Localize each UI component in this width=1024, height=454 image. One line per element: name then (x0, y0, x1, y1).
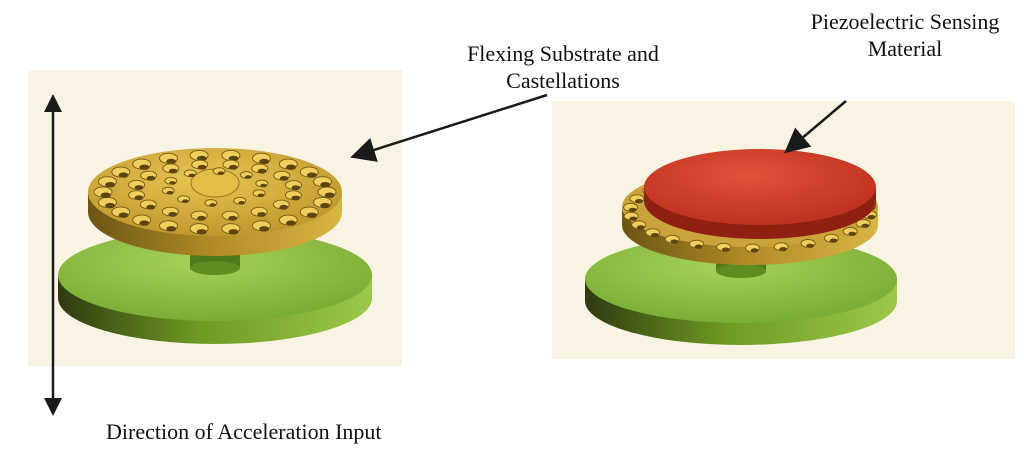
castellation-shadow (694, 244, 703, 249)
castellation-shadow (146, 175, 156, 181)
castellation-shadow (848, 231, 857, 236)
castellation-shadow (166, 158, 177, 165)
castellation-shadow (829, 238, 838, 243)
castellation-shadow (134, 195, 144, 201)
castellation-shadow (228, 164, 238, 170)
castellation-shadow (166, 226, 177, 232)
castellation-shadow (228, 215, 238, 221)
castellation-shadow (166, 190, 174, 195)
castellation-shadow (196, 229, 207, 235)
castellation-shadow (779, 247, 788, 252)
castellation-shadow (806, 243, 814, 248)
castellation-shadow (259, 226, 270, 232)
castellation-shadow (635, 199, 643, 204)
castellation-shadow (320, 202, 331, 209)
castellation-shadow (324, 192, 335, 198)
piezo-label-line1: Piezoelectric Sensing (810, 9, 1000, 34)
arrowhead-up-icon (44, 94, 62, 112)
right-panel-piezo-view (552, 101, 1015, 359)
castellation-shadow (188, 173, 196, 178)
castellation-shadow (100, 192, 111, 198)
left-panel-substrate-view (28, 70, 402, 366)
castellation-shadow (279, 176, 289, 181)
substrate-assembly-illustration (28, 70, 402, 366)
castellation-shadow (320, 182, 331, 188)
castellation-shadow (118, 172, 129, 178)
castellation-shadow (139, 164, 150, 170)
castellation-shadow (139, 220, 150, 226)
castellation-shadow (168, 212, 178, 217)
castellation-shadow (105, 202, 116, 209)
castellation-shadow (279, 204, 289, 210)
castellation-shadow (197, 215, 206, 221)
castellation-shadow (286, 164, 296, 170)
castellation-shadow (650, 233, 659, 238)
castellation-shadow (867, 215, 876, 220)
castellation-shadow (670, 239, 679, 244)
castellation-shadow (721, 247, 730, 252)
castellation-shadow (228, 229, 239, 235)
castellation-shadow (286, 220, 296, 226)
substrate-label-line1: Flexing Substrate and (467, 41, 659, 66)
castellation-shadow (134, 185, 144, 190)
castellations (93, 149, 337, 235)
substrate-label-line2: Castellations (506, 68, 620, 93)
piezo-label-line2: Material (867, 36, 943, 61)
castellation-shadow (750, 248, 759, 253)
direction-label: Direction of Acceleration Input (106, 419, 382, 444)
castellation-shadow (291, 185, 301, 191)
castellation-shadow (197, 164, 207, 170)
piezoelectric-material (644, 149, 876, 239)
castellation-shadow (636, 225, 645, 230)
castellation-shadow (105, 182, 116, 188)
castellation-shadow (244, 175, 252, 179)
castellation-shadow (169, 181, 176, 185)
acceleration-direction-arrow (44, 94, 62, 416)
substrate-label: Flexing Substrate and Castellations (430, 40, 696, 94)
castellation-shadow (628, 207, 637, 212)
castellation-shadow (146, 204, 156, 210)
piezo-assembly-illustration (552, 101, 1015, 359)
arrowhead-down-icon (44, 398, 62, 416)
castellation-shadow (861, 223, 870, 228)
castellation-shadow (217, 171, 225, 175)
piezo-label: Piezoelectric Sensing Material (788, 8, 1022, 62)
castellation-shadow (168, 168, 178, 174)
piezo-callout-arrow (784, 100, 847, 154)
castellation-shadow (257, 168, 267, 174)
castellation-shadow (260, 183, 267, 188)
substrate-callout-arrow (350, 93, 548, 162)
castellation-shadow (629, 216, 638, 221)
castellation-shadow (291, 195, 301, 201)
castellation-shadow (259, 158, 270, 165)
castellation-shadow (118, 212, 129, 218)
castellation-shadow (306, 212, 317, 218)
castellation-shadow (306, 172, 317, 178)
castellation-shadow (209, 203, 216, 207)
castellation-shadow (182, 199, 189, 203)
castellation-shadow (257, 212, 266, 217)
castellation-shadow (257, 193, 265, 198)
castellation-shadow (238, 201, 245, 205)
